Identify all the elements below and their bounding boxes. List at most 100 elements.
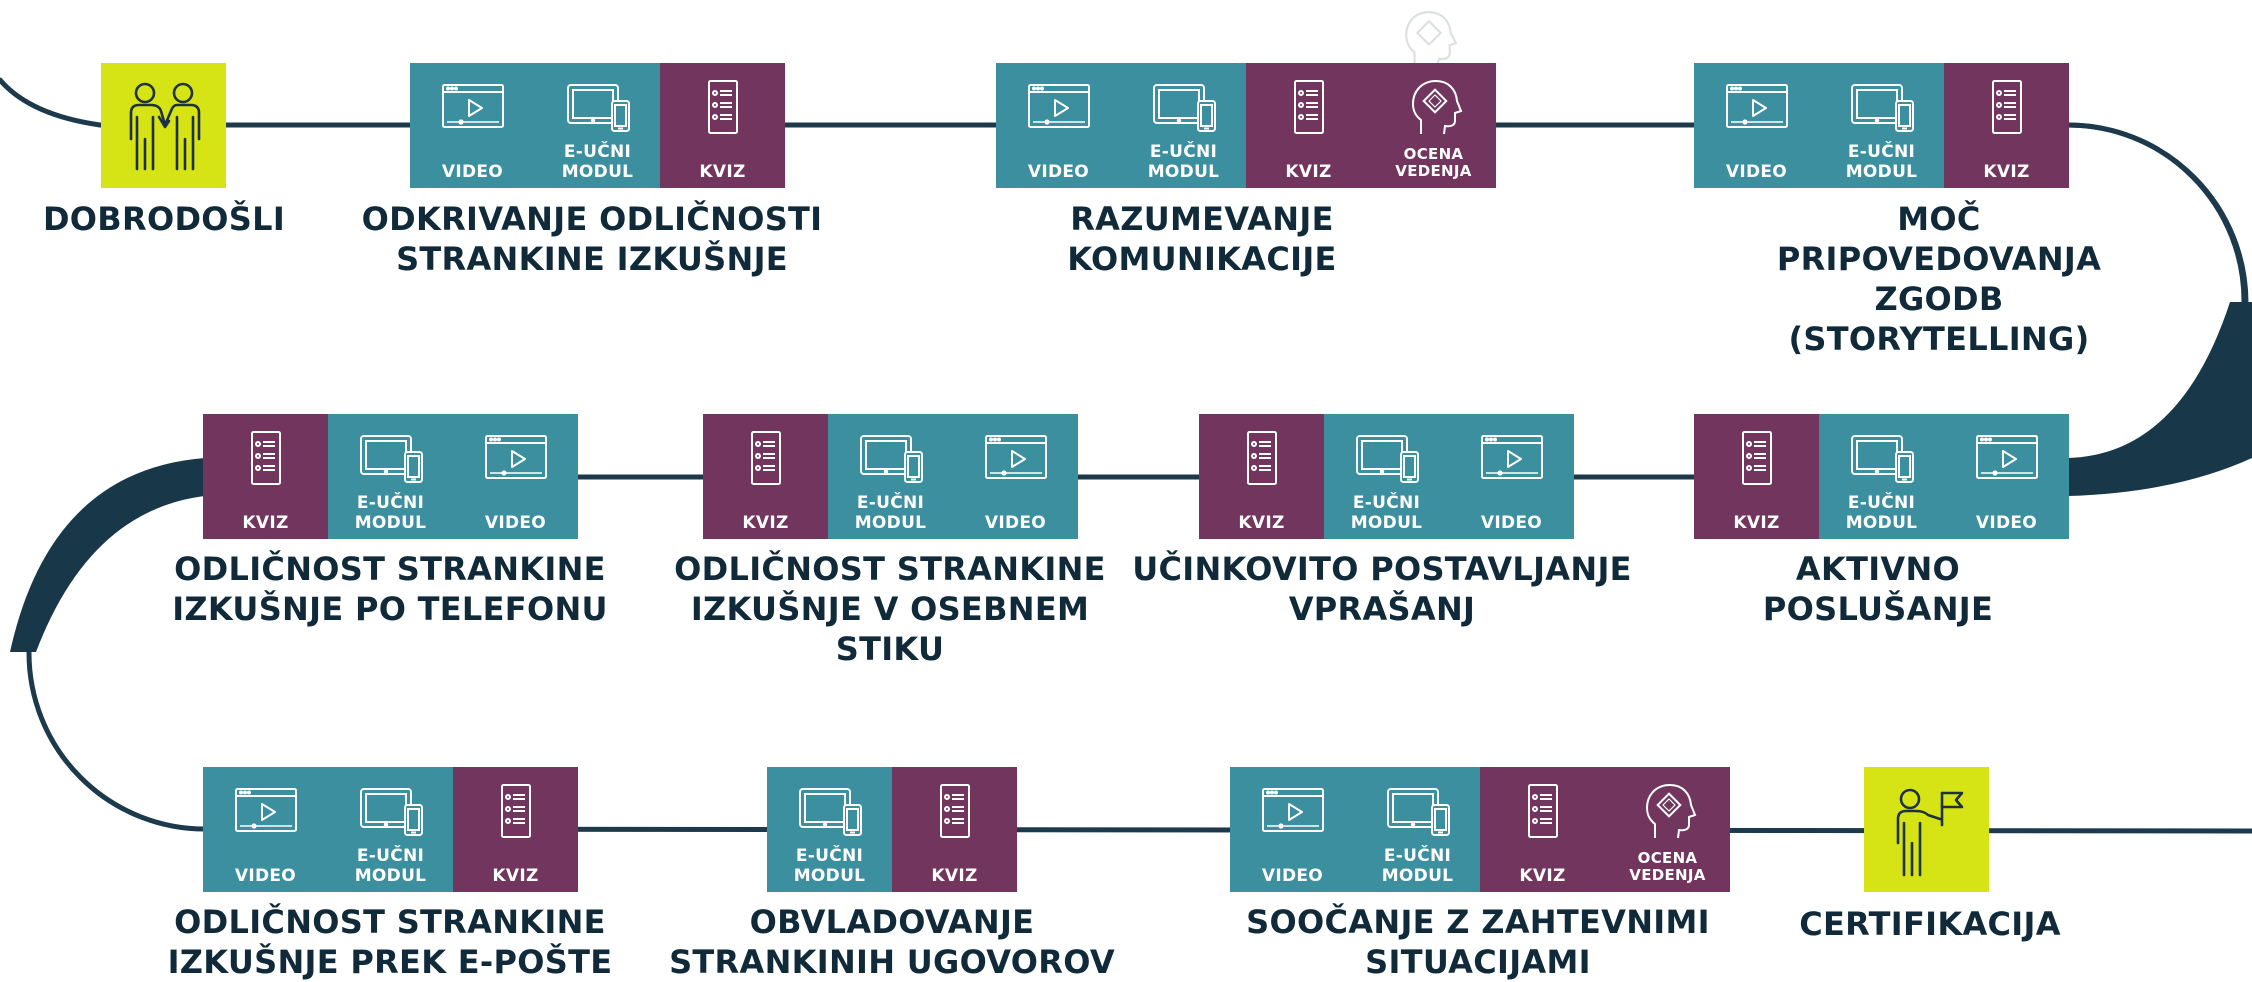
elearning-label: E-UČNI MODUL — [354, 493, 427, 533]
quiz-label: KVIZ — [242, 513, 289, 533]
tablet-phone-icon — [1355, 435, 1419, 483]
elearning-tile[interactable]: E-UČNI MODUL — [1819, 63, 1944, 188]
video-label: VIDEO — [234, 866, 297, 886]
elearning-tile[interactable]: E-UČNI MODUL — [1819, 414, 1944, 539]
quiz-tile[interactable]: KVIZ — [1246, 63, 1371, 188]
video-tile[interactable]: VIDEO — [1449, 414, 1574, 539]
video-label: VIDEO — [441, 162, 504, 182]
step-title: SOOČANJE Z ZAHTEVNIMI SITUACIJAMI — [1246, 903, 1710, 981]
module-8-activities: KVIZ E-UČNI MODUL VIDEO — [1694, 414, 2069, 539]
tablet-phone-icon — [1850, 435, 1914, 483]
elearning-tile[interactable]: E-UČNI MODUL — [1324, 414, 1449, 539]
quiz-label: KVIZ — [699, 162, 746, 182]
elearning-label: E-UČNI MODUL — [854, 493, 927, 533]
video-label: VIDEO — [1261, 866, 1324, 886]
quiz-tile[interactable]: KVIZ — [1199, 414, 1324, 539]
video-tile[interactable]: VIDEO — [1230, 767, 1355, 892]
elearning-label: E-UČNI MODUL — [561, 142, 634, 182]
quiz-label: KVIZ — [1238, 513, 1285, 533]
step-title: ODKRIVANJE ODLIČNOSTI STRANKINE IZKUŠNJE — [361, 200, 823, 278]
video-tile[interactable]: VIDEO — [410, 63, 535, 188]
head-puzzle-icon — [1645, 784, 1696, 839]
quiz-tile[interactable]: KVIZ — [892, 767, 1017, 892]
welcome-tile[interactable] — [101, 63, 226, 188]
video-player-icon — [1027, 84, 1090, 128]
quiz-list-icon — [1991, 80, 2022, 134]
video-label: VIDEO — [1725, 162, 1788, 182]
assessment-label: OCENA VEDENJA — [1395, 145, 1472, 180]
tablet-phone-icon — [859, 435, 923, 483]
module-3-activities: VIDEO E-UČNI MODUL KVIZ OCENA VEDENJA — [996, 63, 1496, 188]
step-title: ODLIČNOST STRANKINE IZKUŠNJE PREK E-POŠT… — [167, 903, 613, 981]
video-player-icon — [234, 788, 297, 832]
tablet-phone-icon — [566, 84, 630, 132]
quiz-label: KVIZ — [1519, 866, 1566, 886]
module-9-activities: VIDEO E-UČNI MODUL KVIZ — [203, 767, 578, 892]
quiz-label: KVIZ — [931, 866, 978, 886]
elearning-label: E-UČNI MODUL — [1845, 142, 1918, 182]
quiz-tile[interactable]: KVIZ — [203, 414, 328, 539]
tablet-phone-icon — [359, 788, 423, 836]
video-player-icon — [1725, 84, 1788, 128]
elearning-tile[interactable]: E-UČNI MODUL — [1121, 63, 1246, 188]
quiz-list-icon — [500, 784, 531, 838]
video-player-icon — [1975, 435, 2038, 479]
video-label: VIDEO — [1480, 513, 1543, 533]
head-puzzle-icon — [1411, 80, 1462, 135]
video-label: VIDEO — [1027, 162, 1090, 182]
quiz-tile[interactable]: KVIZ — [453, 767, 578, 892]
assessment-label: OCENA VEDENJA — [1629, 849, 1706, 884]
assessment-tile[interactable]: OCENA VEDENJA — [1371, 63, 1496, 188]
video-tile[interactable]: VIDEO — [1944, 414, 2069, 539]
tablet-phone-icon — [798, 788, 862, 836]
quiz-tile[interactable]: KVIZ — [1694, 414, 1819, 539]
quiz-tile[interactable]: KVIZ — [1944, 63, 2069, 188]
quiz-list-icon — [1527, 784, 1558, 838]
video-tile[interactable]: VIDEO — [1694, 63, 1819, 188]
elearning-tile[interactable]: E-UČNI MODUL — [535, 63, 660, 188]
quiz-label: KVIZ — [742, 513, 789, 533]
video-label: VIDEO — [1975, 513, 2038, 533]
step-title: ODLIČNOST STRANKINE IZKUŠNJE PO TELEFONU — [172, 550, 608, 628]
video-player-icon — [984, 435, 1047, 479]
quiz-list-icon — [750, 431, 781, 485]
head-puzzle-icon — [1405, 11, 1458, 65]
quiz-list-icon — [939, 784, 970, 838]
elearning-tile[interactable]: E-UČNI MODUL — [767, 767, 892, 892]
elearning-tile[interactable]: E-UČNI MODUL — [328, 414, 453, 539]
assessment-tile[interactable]: OCENA VEDENJA — [1605, 767, 1730, 892]
elearning-tile[interactable]: E-UČNI MODUL — [828, 414, 953, 539]
module-7-activities: KVIZ E-UČNI MODUL VIDEO — [1199, 414, 1574, 539]
video-player-icon — [484, 435, 547, 479]
step-title: OBVLADOVANJE STRANKINIH UGOVOROV — [669, 903, 1115, 981]
module-2-activities: VIDEO E-UČNI MODUL KVIZ — [410, 63, 785, 188]
video-tile[interactable]: VIDEO — [453, 414, 578, 539]
person-flag-icon — [1896, 788, 1964, 877]
quiz-tile[interactable]: KVIZ — [703, 414, 828, 539]
module-10-activities: E-UČNI MODUL KVIZ — [767, 767, 1017, 892]
quiz-label: KVIZ — [1983, 162, 2030, 182]
elearning-tile[interactable]: E-UČNI MODUL — [328, 767, 453, 892]
quiz-tile[interactable]: KVIZ — [660, 63, 785, 188]
video-player-icon — [1261, 788, 1324, 832]
quiz-tile[interactable]: KVIZ — [1480, 767, 1605, 892]
certification-tile[interactable] — [1864, 767, 1989, 892]
module-5-activities: KVIZ E-UČNI MODUL VIDEO — [203, 414, 578, 539]
quiz-list-icon — [1293, 80, 1324, 134]
quiz-list-icon — [707, 80, 738, 134]
elearning-label: E-UČNI MODUL — [354, 846, 427, 886]
tablet-phone-icon — [1152, 84, 1216, 132]
elearning-label: E-UČNI MODUL — [1845, 493, 1918, 533]
elearning-label: E-UČNI MODUL — [1350, 493, 1423, 533]
elearning-tile[interactable]: E-UČNI MODUL — [1355, 767, 1480, 892]
module-4-activities: VIDEO E-UČNI MODUL KVIZ — [1694, 63, 2069, 188]
step-title: DOBRODOŠLI — [42, 200, 286, 238]
quiz-list-icon — [250, 431, 281, 485]
video-tile[interactable]: VIDEO — [953, 414, 1078, 539]
tablet-phone-icon — [1850, 84, 1914, 132]
tablet-phone-icon — [1386, 788, 1450, 836]
quiz-list-icon — [1246, 431, 1277, 485]
video-tile[interactable]: VIDEO — [996, 63, 1121, 188]
video-tile[interactable]: VIDEO — [203, 767, 328, 892]
step-title: RAZUMEVANJE KOMUNIKACIJE — [1067, 200, 1337, 278]
